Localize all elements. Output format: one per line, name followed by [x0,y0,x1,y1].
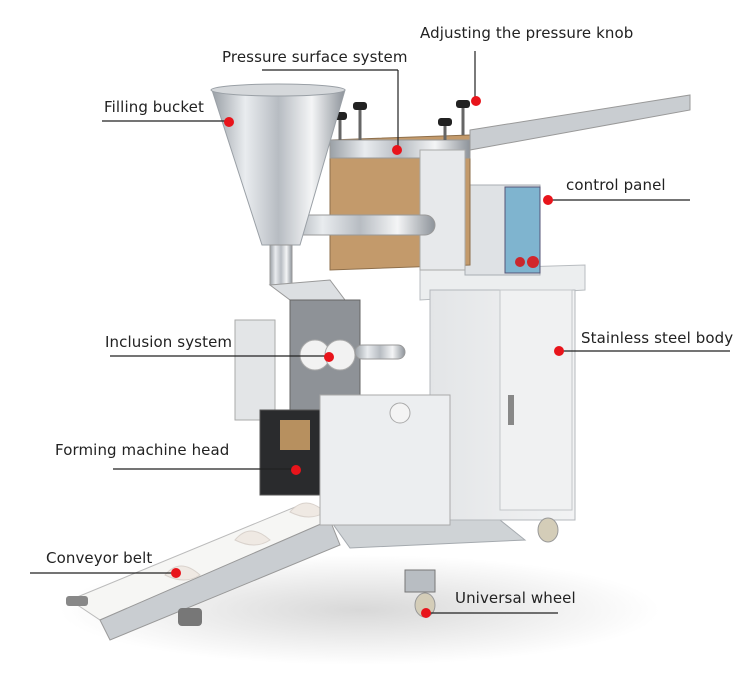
label-conveyor-belt: Conveyor belt [46,549,153,567]
label-pressure-knob: Adjusting the pressure knob [420,24,634,42]
label-filling-bucket: Filling bucket [104,98,204,116]
dot-stainless-body [554,346,564,356]
dot-forming-head [291,465,301,475]
dot-universal-wheel [421,608,431,618]
wheels-part [404,517,559,618]
label-pressure-surface: Pressure surface system [222,48,408,66]
callout-dots [171,96,564,618]
dot-filling-bucket [224,117,234,127]
cabinet-part [419,264,586,521]
dot-conveyor-belt [171,568,181,578]
dot-pressure-surface [392,145,402,155]
hopper-part [210,83,346,301]
forming-tower-part [234,299,451,526]
label-universal-wheel: Universal wheel [455,589,576,607]
dot-inclusion-system [324,352,334,362]
pressure-rollers-part [284,94,691,271]
dot-pressure-knob [471,96,481,106]
control-box-part [464,184,541,276]
label-stainless-body: Stainless steel body [581,329,734,347]
callout-lines [30,51,730,614]
label-inclusion-system: Inclusion system [105,333,233,351]
label-control-panel: control panel [566,176,666,194]
label-forming-head: Forming machine head [55,441,230,459]
dot-control-panel [543,195,553,205]
